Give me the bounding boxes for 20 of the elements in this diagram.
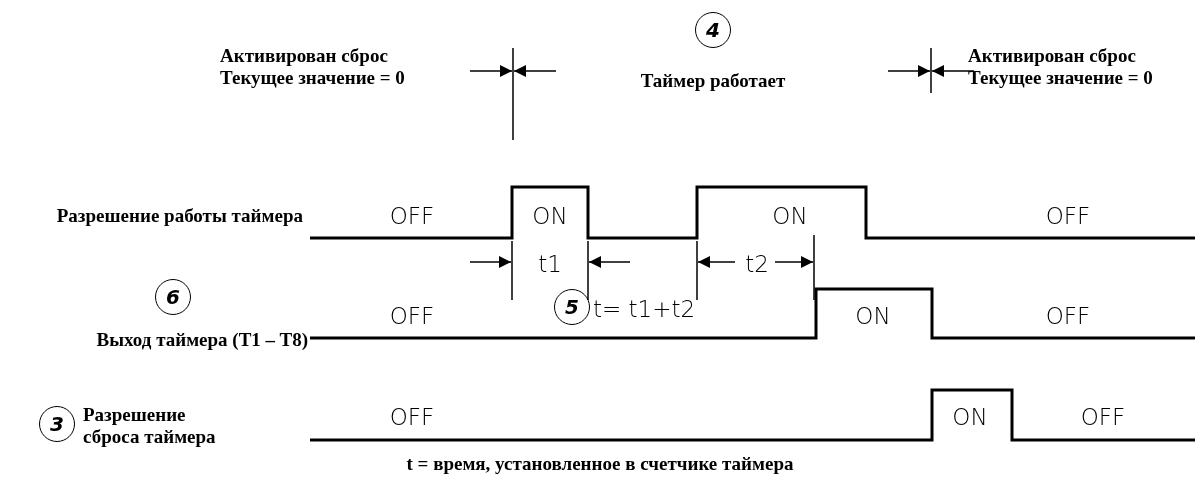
- formula-text: t= t1+t2: [593, 296, 696, 322]
- state-label: ON: [772, 203, 808, 229]
- state-label: OFF: [389, 303, 435, 329]
- dimension-label: t1: [538, 251, 562, 277]
- annotation-text: Активирован сброс Текущее значение = 0: [968, 45, 1154, 89]
- signal-label: Выход таймера (T1 – T8): [96, 329, 308, 351]
- state-label: OFF: [1080, 404, 1126, 430]
- state-label: ON: [952, 404, 988, 430]
- state-label: OFF: [389, 203, 435, 229]
- caption-text: t = время, установленное в счетчике таймера: [406, 453, 794, 475]
- dimension-label: t2: [745, 251, 769, 277]
- state-label: ON: [855, 303, 891, 329]
- state-label: OFF: [389, 404, 435, 430]
- state-label: OFF: [1045, 303, 1091, 329]
- signal-label: Разрешение сброса таймера: [83, 404, 217, 448]
- annotation-text: Таймер работает: [640, 70, 786, 92]
- signal-label: Разрешение работы таймера: [56, 205, 303, 227]
- state-label: OFF: [1045, 203, 1091, 229]
- state-label: ON: [532, 203, 568, 229]
- annotation-text: Активирован сброс Текущее значение = 0: [220, 45, 406, 89]
